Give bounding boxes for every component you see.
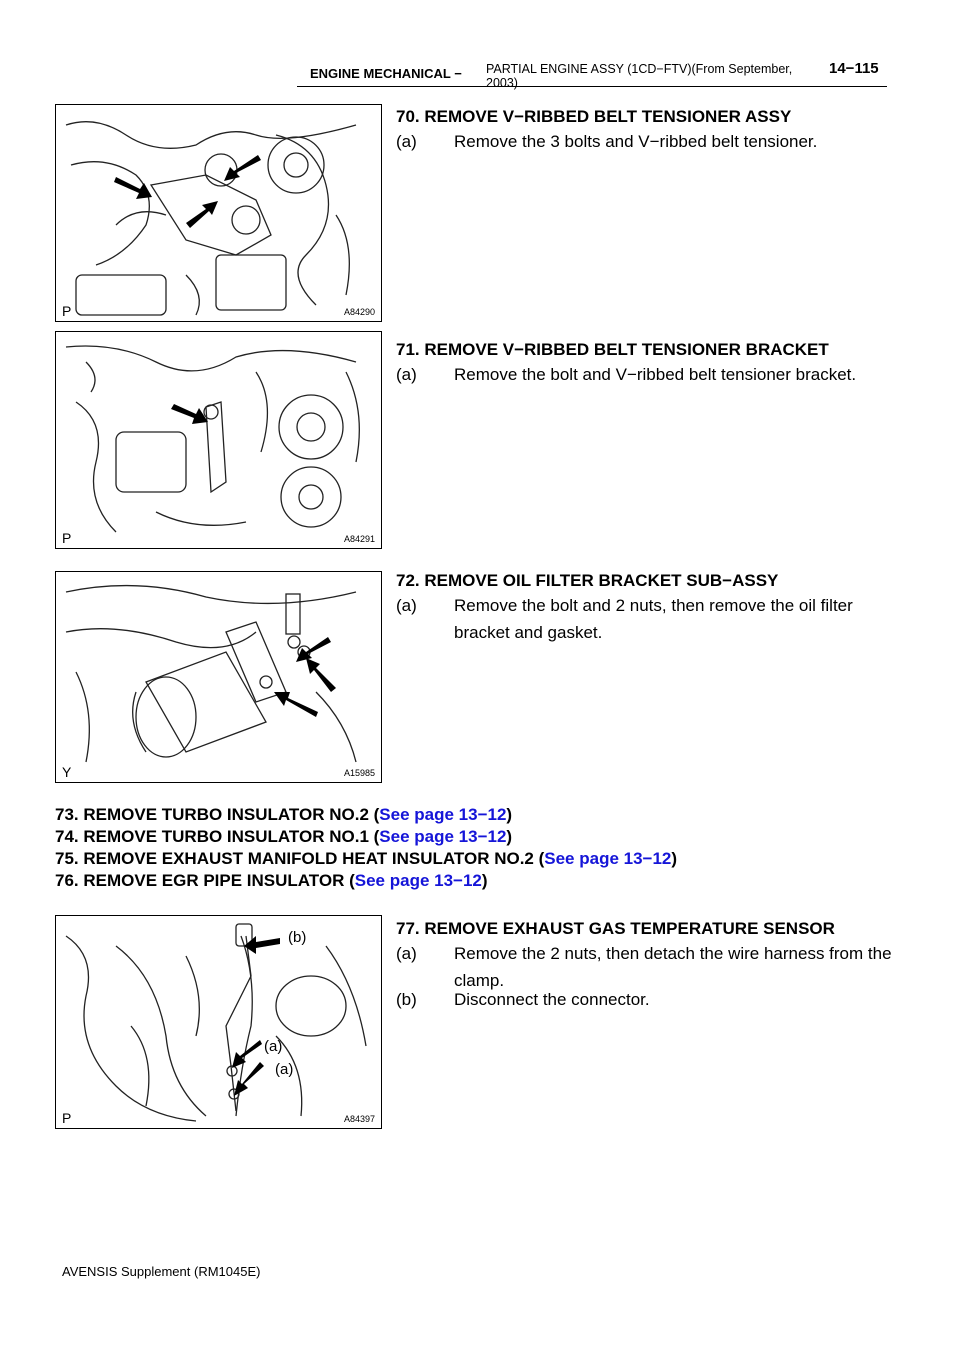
- sub-label: (a): [396, 365, 417, 384]
- figure-oil-filter-bracket: Y A15985: [55, 571, 382, 783]
- see-page-link[interactable]: See page 13−12: [379, 805, 507, 824]
- sub-label: (a): [396, 596, 417, 615]
- step-close: ): [506, 827, 513, 846]
- sub-text: Disconnect the connector.: [454, 990, 650, 1009]
- callout-a-upper: (a): [264, 1038, 283, 1055]
- sub-label: (a): [396, 132, 417, 151]
- figure-code: A84291: [343, 534, 375, 544]
- see-page-link[interactable]: See page 13−12: [354, 871, 482, 890]
- step-72-heading: 72. REMOVE OIL FILTER BRACKET SUB−ASSY: [396, 571, 779, 590]
- sub-label: (a): [396, 944, 417, 963]
- engine-drawing: [65, 345, 360, 533]
- step-text: 73. REMOVE TURBO INSULATOR NO.2 (: [55, 805, 380, 824]
- engine-drawing: [65, 121, 357, 316]
- step-text: 74. REMOVE TURBO INSULATOR NO.1 (: [55, 827, 380, 846]
- figure-code: A84397: [343, 1114, 375, 1124]
- sub-text: Remove the bolt and 2 nuts, then remove …: [454, 596, 853, 642]
- header-title-line1: PARTIAL ENGINE ASSY (1CD−FTV)(From Septe…: [486, 62, 793, 76]
- see-page-link[interactable]: See page 13−12: [544, 849, 672, 868]
- step-76: 76. REMOVE EGR PIPE INSULATOR (See page …: [55, 870, 488, 892]
- figure-letter: P: [62, 303, 72, 319]
- engine-drawing: [65, 923, 367, 1122]
- step-text: 76. REMOVE EGR PIPE INSULATOR (: [55, 871, 355, 890]
- figure-letter: P: [62, 530, 72, 546]
- step-close: ): [671, 849, 678, 868]
- figure-letter: Y: [62, 764, 72, 780]
- step-74: 74. REMOVE TURBO INSULATOR NO.1 (See pag…: [55, 826, 512, 848]
- engine-drawing: [65, 584, 357, 763]
- footer-manual-id: AVENSIS Supplement (RM1045E): [62, 1264, 261, 1279]
- step-text: 75. REMOVE EXHAUST MANIFOLD HEAT INSULAT…: [55, 849, 545, 868]
- step-70-heading: 70. REMOVE V−RIBBED BELT TENSIONER ASSY: [396, 107, 792, 126]
- step-77-heading: 77. REMOVE EXHAUST GAS TEMPERATURE SENSO…: [396, 919, 835, 938]
- sub-label: (b): [396, 990, 417, 1009]
- see-page-link[interactable]: See page 13−12: [379, 827, 507, 846]
- header-section: ENGINE MECHANICAL −: [310, 66, 462, 81]
- figure-tensioner-bracket: P A84291: [55, 331, 382, 549]
- figure-code: A84290: [343, 307, 375, 317]
- sub-text: Remove the 3 bolts and V−ribbed belt ten…: [454, 132, 818, 151]
- figure-code: A15985: [343, 768, 375, 778]
- callout-b: (b): [288, 929, 307, 946]
- header-rule: [297, 86, 887, 87]
- sub-text: Remove the 2 nuts, then detach the wire …: [454, 944, 892, 990]
- step-77-sub-a: (a) Remove the 2 nuts, then detach the w…: [396, 940, 896, 996]
- page-number: 14−115: [829, 60, 879, 77]
- sub-text: Remove the bolt and V−ribbed belt tensio…: [454, 365, 857, 384]
- step-71-heading: 71. REMOVE V−RIBBED BELT TENSIONER BRACK…: [396, 340, 829, 359]
- step-73: 73. REMOVE TURBO INSULATOR NO.2 (See pag…: [55, 804, 512, 826]
- step-75: 75. REMOVE EXHAUST MANIFOLD HEAT INSULAT…: [55, 848, 677, 870]
- step-72-sub-a: (a) Remove the bolt and 2 nuts, then rem…: [396, 592, 896, 648]
- step-close: ): [481, 871, 488, 890]
- callout-a-lower: (a): [275, 1061, 294, 1078]
- figure-letter: P: [62, 1110, 72, 1126]
- figure-exhaust-temp-sensor: (b) (a) (a) P A84397: [55, 915, 382, 1129]
- figure-tensioner-assy: P A84290: [55, 104, 382, 322]
- step-close: ): [506, 805, 513, 824]
- header-title-line2: 2003): [486, 76, 518, 90]
